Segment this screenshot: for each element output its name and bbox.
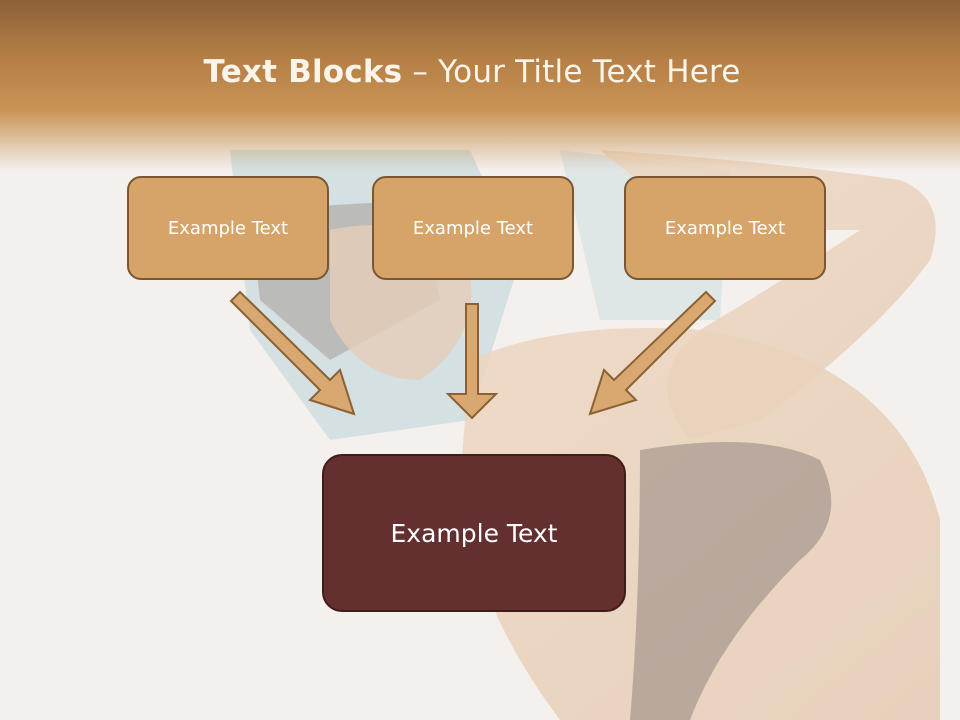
arrow-down-icon bbox=[445, 303, 499, 420]
arrow-down-left-icon bbox=[588, 290, 717, 416]
title-dash: – bbox=[402, 54, 439, 90]
text-block-1[interactable]: Example Text bbox=[127, 176, 329, 280]
slide-title: Text Blocks – Your Title Text Here bbox=[0, 54, 944, 90]
text-block-3[interactable]: Example Text bbox=[624, 176, 826, 280]
text-block-2[interactable]: Example Text bbox=[372, 176, 574, 280]
title-bold: Text Blocks bbox=[203, 54, 403, 90]
arrow-down-right-icon bbox=[229, 290, 356, 416]
header-band bbox=[0, 0, 960, 170]
title-rest: Your Title Text Here bbox=[438, 54, 741, 90]
text-block-2-label: Example Text bbox=[412, 217, 534, 239]
target-block-label: Example Text bbox=[390, 518, 558, 548]
text-block-3-label: Example Text bbox=[664, 217, 786, 239]
target-block[interactable]: Example Text bbox=[322, 454, 626, 612]
text-block-1-label: Example Text bbox=[167, 217, 289, 239]
